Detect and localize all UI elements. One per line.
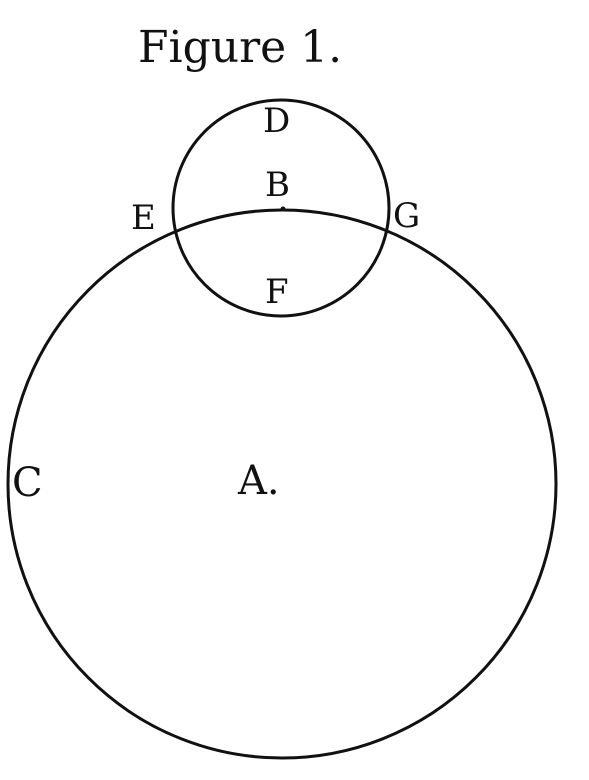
label-a: A. [237, 458, 280, 504]
label-c: C [12, 460, 43, 506]
label-g: G [393, 196, 420, 236]
figure-title: Figure 1. [138, 22, 342, 73]
label-b: B [265, 165, 290, 205]
label-d: D [263, 101, 290, 141]
label-f: F [265, 272, 289, 312]
label-e: E [131, 198, 156, 238]
small-circle-b [171, 98, 391, 318]
point-b-dot [280, 206, 286, 212]
